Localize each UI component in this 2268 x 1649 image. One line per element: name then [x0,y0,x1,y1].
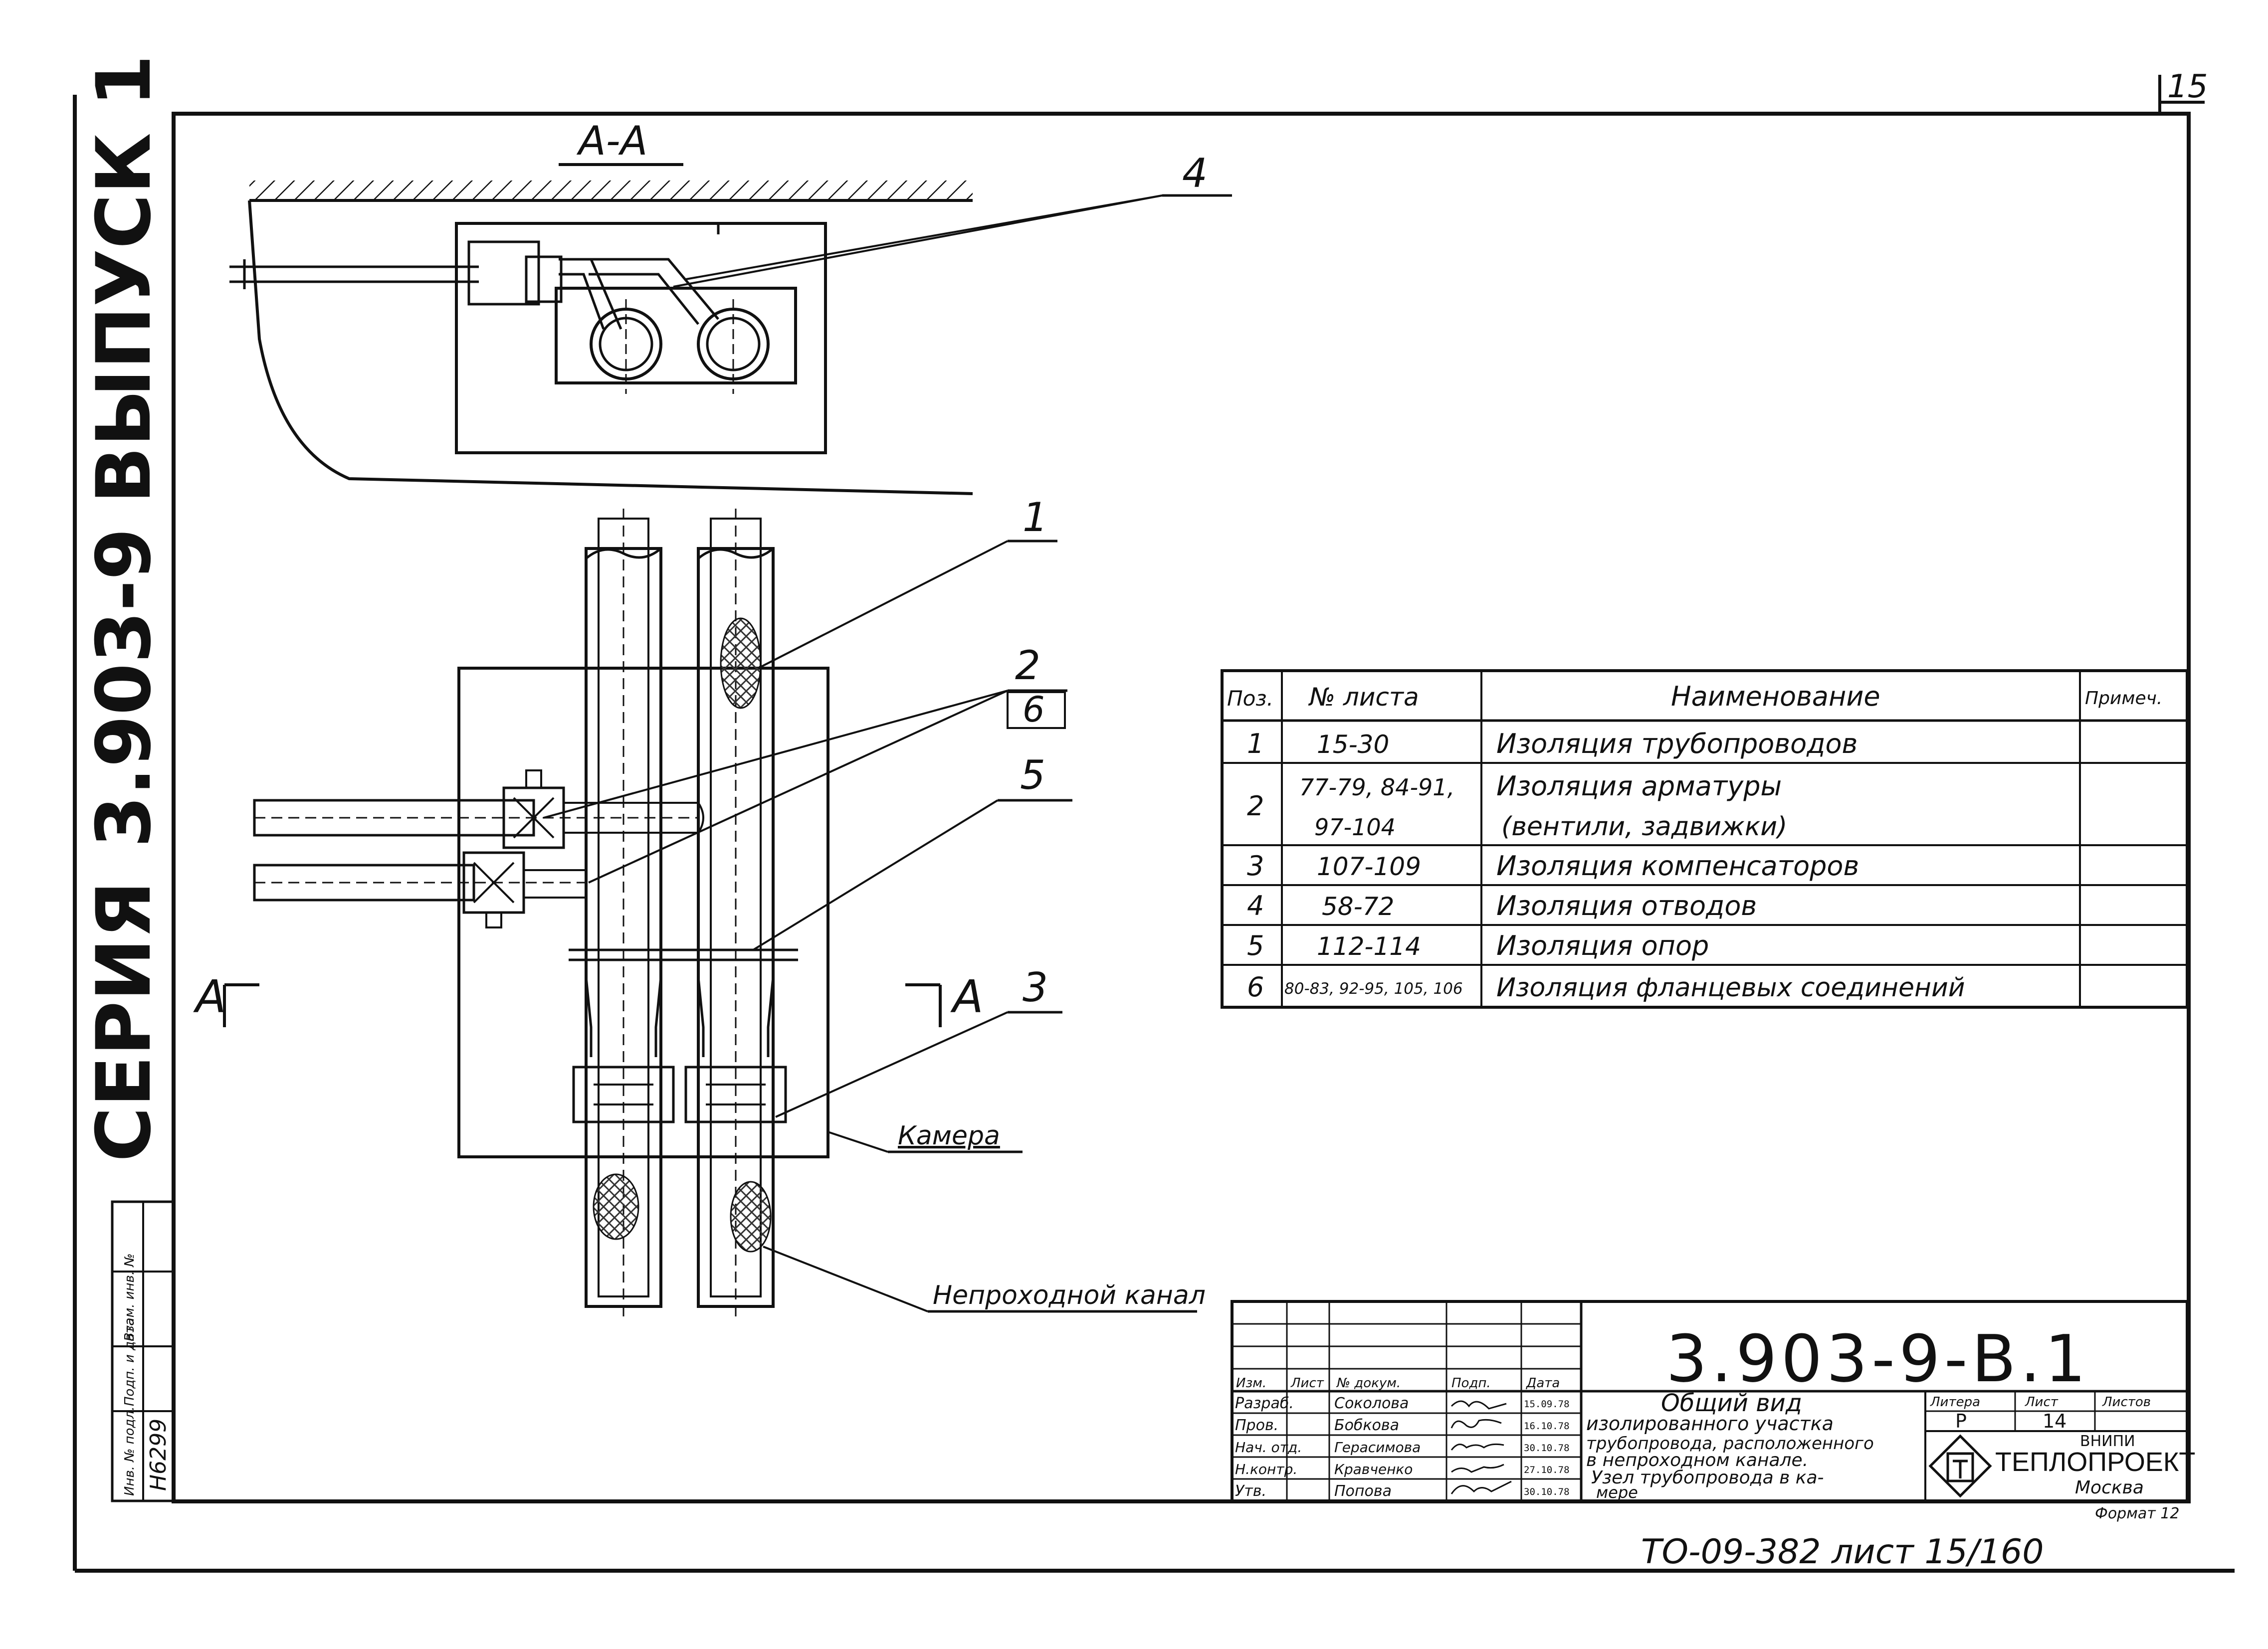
org-line-3: Москва [2075,1477,2144,1498]
callout-6: 6 [1023,689,1045,730]
col-header-date: Дата [1526,1376,1560,1391]
spec-row-2-name: Изоляция арматуры [1496,770,1782,802]
spec-row-1-name: Изоляция трубопроводов [1496,728,1857,759]
sheet-number: 15 [2167,68,2208,105]
spec-row-4-name: Изоляция отводов [1496,890,1757,921]
spec-row-4-pos: 4 [1247,890,1264,921]
callout-kanal: Непроходной канал [933,1281,1206,1310]
callout-2: 2 [1015,642,1040,689]
title-block: 3.903-9-В.1 Изм. Лист № докум. Подп. Дат… [1231,1300,2195,1502]
col-header-izm: Изм. [1236,1376,1266,1391]
inventory-block: Инв. № подл. Подп. и дата Взам. инв. № Н… [111,1200,175,1502]
sheet-label: Лист [2025,1395,2059,1410]
stage-label: Литера [1930,1395,1980,1410]
signatures [1450,1400,1512,1494]
spec-row-6-pos: 6 [1247,971,1264,1003]
side-title: СЕРИЯ 3.903-9 ВЫПУСК 1 [81,55,168,1162]
desc-line-5: Узел трубопровода в ка- [1591,1467,1824,1488]
spec-row-2-pos: 2 [1247,790,1264,822]
signer-3-date: 30.10.78 [1524,1443,1570,1454]
signer-3-name: Герасимова [1334,1439,1421,1456]
issue-label: ВЫПУСК 1 [81,55,168,504]
inv-label-2: Подп. и дата [122,1318,137,1406]
callout-kamera: Камера [898,1121,1000,1151]
signer-5-role: Утв. [1235,1482,1266,1500]
cut-marker-right: А [950,971,984,1023]
section-title: А-А [576,118,647,164]
col-header-list: Лист [1290,1376,1324,1391]
callout-3: 3 [1023,964,1048,1011]
signer-2-role: Пров. [1235,1417,1278,1434]
spec-row-2-name-cont: (вентили, задвижки) [1501,812,1787,842]
desc-line-1: Общий вид [1661,1389,1802,1417]
section-view-a-a: А-А [229,118,973,495]
cut-marker-left: А [193,971,226,1023]
spec-header-sheet: № листа [1308,683,1419,712]
callout-1: 1 [1023,494,1048,541]
callout-5: 5 [1020,752,1045,798]
spec-row-3-name: Изоляция компенсаторов [1496,850,1859,882]
sheets-label: Листов [2102,1395,2151,1410]
inv-label-3: Взам. инв. № [122,1253,137,1341]
series-code: 3.903-9 [81,528,168,848]
spec-header-note: Примеч. [2085,688,2162,709]
callouts: 4 1 2 6 5 3 Камера Непроходной канал [543,150,1232,1313]
signer-4-date: 27.10.78 [1524,1465,1570,1475]
callout-4: 4 [1182,150,1208,196]
format-label: Формат 12 [2095,1505,2179,1522]
spec-row-6-sheets: 80-83, 92-95, 105, 106 [1284,980,1463,998]
spec-table: Поз. № листа Наименование Примеч. 1 15-3… [1221,669,2189,1009]
signer-1-role: Разраб. [1235,1395,1294,1412]
col-header-sign: Подп. [1451,1376,1491,1391]
col-header-doc: № докум. [1336,1376,1401,1391]
spec-row-2-sheets: 77-79, 84-91, [1299,774,1454,801]
org-line-1: ВНИПИ [2080,1433,2135,1450]
spec-row-4-sheets: 58-72 [1322,892,1394,921]
desc-line-3: трубопровода, расположенного [1586,1434,1874,1454]
spec-header-pos: Поз. [1227,686,1273,711]
signer-5-date: 30.10.78 [1524,1486,1570,1497]
spec-header-name: Наименование [1671,681,1880,712]
spec-row-5-name: Изоляция опор [1496,930,1709,961]
spec-row-2-sheets-cont: 97-104 [1314,814,1396,841]
signer-5-name: Попова [1334,1482,1392,1500]
desc-line-2: изолированного участка [1586,1413,1834,1435]
org-line-2: ТЕПЛОПРОЕКТ [1995,1447,2195,1477]
spec-row-6-name: Изоляция фланцевых соединений [1496,973,1965,1003]
org-logo-icon [1928,1434,1992,1498]
series-label: СЕРИЯ [81,881,168,1162]
plan-view: А А [193,509,984,1321]
spec-row-3-pos: 3 [1247,850,1264,882]
spec-row-5-pos: 5 [1247,930,1264,961]
signer-1-date: 15.09.78 [1524,1399,1570,1410]
spec-row-3-sheets: 107-109 [1317,852,1421,881]
signer-1-name: Соколова [1334,1395,1409,1412]
footer-stamp: ТО-09-382 лист 15/160 [1641,1532,2044,1572]
desc-line-4: в непроходном канале. [1586,1450,1808,1470]
signer-2-name: Бобкова [1334,1417,1399,1434]
desc-line-6: мере [1596,1483,1638,1502]
sheet-value: 14 [2043,1410,2066,1432]
spec-row-1-pos: 1 [1247,728,1264,759]
stage-value: Р [1955,1410,1967,1432]
spec-row-5-sheets: 112-114 [1317,932,1421,961]
signer-4-name: Кравченко [1334,1461,1413,1477]
doc-code: 3.903-9-В.1 [1666,1321,2090,1397]
signer-2-date: 16.10.78 [1524,1421,1570,1432]
inv-number: Н6299 [146,1419,171,1491]
inv-label-1: Инв. № подл. [122,1407,137,1496]
spec-row-1-sheets: 15-30 [1317,730,1389,759]
signer-3-role: Нач. отд. [1235,1439,1302,1456]
signer-4-role: Н.контр. [1235,1461,1297,1477]
